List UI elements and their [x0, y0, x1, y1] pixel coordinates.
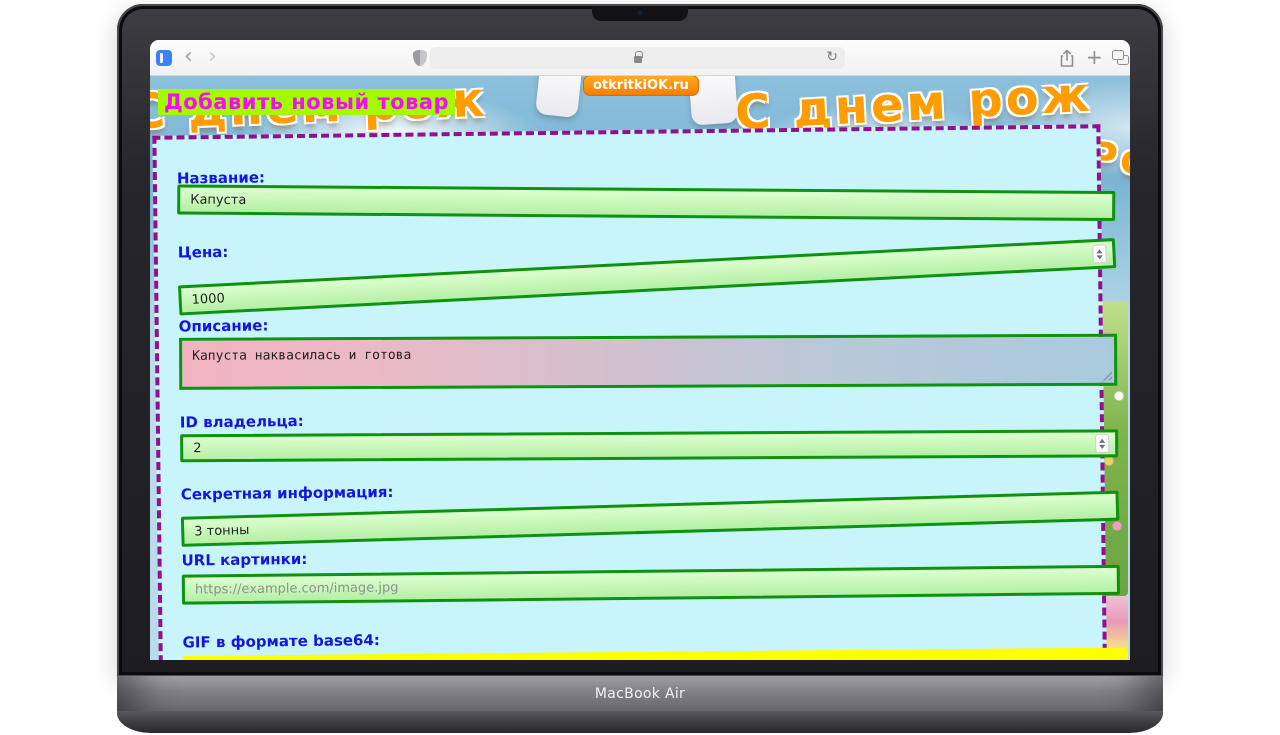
page-title: Добавить новый товар	[158, 89, 456, 115]
number-stepper[interactable]	[1092, 244, 1108, 264]
page-viewport: С днем рож С днем рож Рож otkritkiOK.ru …	[150, 76, 1130, 660]
field-image-url: URL картинки:	[181, 540, 1121, 605]
browser-toolbar: ‹ › ↻ +	[150, 40, 1130, 76]
gif-label: GIF в формате base64:	[182, 631, 380, 652]
image-url-label: URL картинки:	[181, 549, 308, 570]
field-secret: Секретная информация:	[181, 474, 1120, 547]
back-button[interactable]: ‹	[184, 44, 193, 69]
share-button[interactable]	[1058, 48, 1076, 68]
description-label: Описание:	[178, 316, 269, 336]
field-price: Цена:	[178, 232, 1117, 316]
macbook-label: MacBook Air	[594, 685, 686, 702]
laptop-chin: MacBook Air	[117, 676, 1163, 711]
sidebar-icon[interactable]	[156, 50, 172, 66]
field-owner-id: ID владельца:	[179, 402, 1119, 465]
forward-button[interactable]: ›	[208, 44, 217, 69]
product-form: Название: Цена: Описание: Кап	[152, 124, 1128, 660]
name-input[interactable]	[177, 184, 1116, 222]
camera-notch	[592, 6, 688, 21]
reload-button[interactable]: ↻	[826, 49, 838, 65]
description-textarea[interactable]: Капуста наквасилась и готова	[179, 333, 1118, 390]
number-stepper[interactable]	[1095, 433, 1110, 453]
address-bar[interactable]: ↻	[430, 47, 845, 69]
field-description: Описание: Капуста наквасилась и готова	[178, 306, 1118, 393]
owner-id-label: ID владельца:	[179, 411, 304, 432]
new-tab-button[interactable]: +	[1086, 45, 1103, 69]
privacy-shield-icon[interactable]	[413, 50, 427, 66]
watermark-badge: otkritkiOK.ru	[583, 76, 699, 96]
mug-decoration	[535, 76, 583, 119]
field-name: Название:	[176, 158, 1116, 223]
step-up-icon[interactable]	[1099, 438, 1106, 443]
owner-id-input[interactable]	[180, 429, 1119, 463]
image-url-input[interactable]	[181, 564, 1121, 605]
tab-overview-button[interactable]	[1112, 50, 1129, 65]
name-label: Название:	[176, 168, 266, 188]
step-up-icon[interactable]	[1096, 248, 1103, 254]
step-down-icon[interactable]	[1099, 444, 1106, 449]
lock-icon	[633, 51, 643, 63]
tabs-icon	[1112, 50, 1124, 60]
field-gif: GIF в формате base64: Выберите GIF-файл	[182, 622, 1128, 660]
screen: ‹ › ↻ + С днем рож С днем рож Рож otkr	[150, 40, 1130, 660]
laptop-base	[117, 711, 1163, 733]
step-down-icon[interactable]	[1096, 254, 1103, 260]
